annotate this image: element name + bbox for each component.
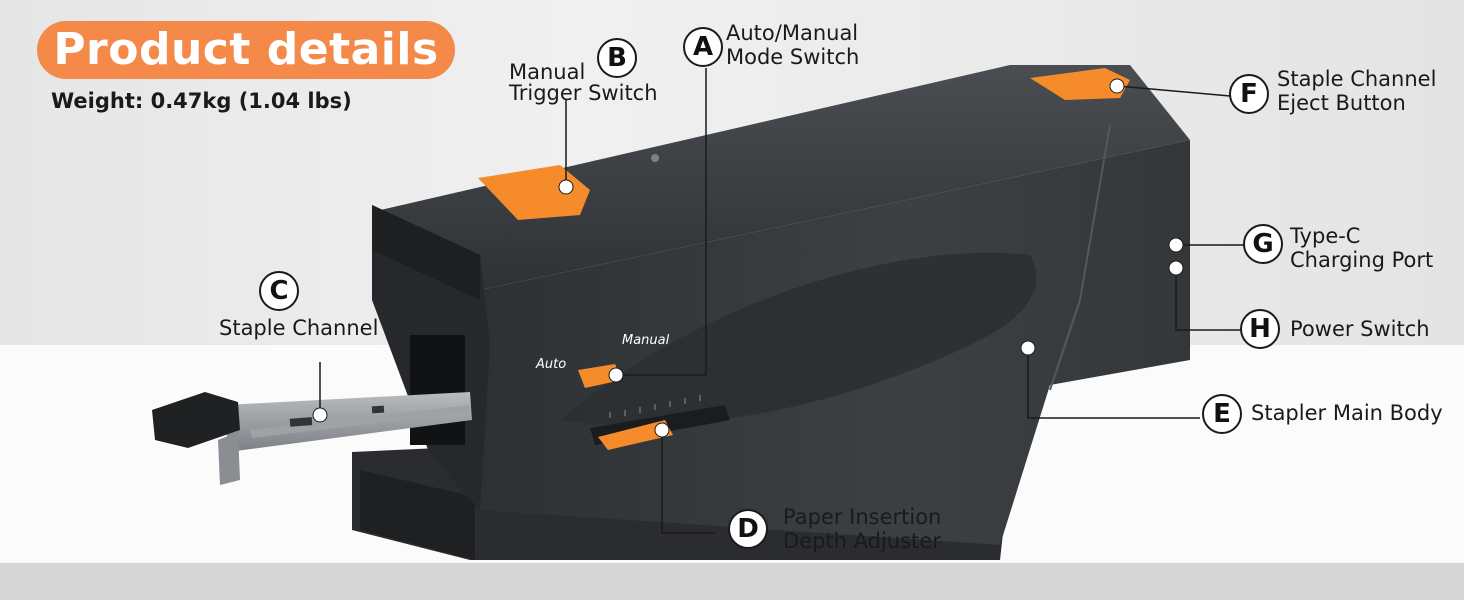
eject-button-part: [1030, 68, 1130, 100]
callout-label-e-line1: Stapler Main Body: [1251, 401, 1443, 425]
anchor-dot-d: [654, 422, 670, 438]
anchor-dot-g: [1168, 237, 1184, 253]
anchor-dot-h: [1168, 260, 1184, 276]
staple-channel-knob: [152, 392, 240, 448]
callout-label-c-line1: Staple Channel: [219, 316, 379, 340]
leader-line-a: [616, 68, 707, 376]
background-floor: [0, 563, 1464, 600]
leader-line-h: [1175, 268, 1242, 331]
callout-badge-c: C: [259, 271, 299, 311]
title-pill: Product details: [37, 21, 455, 79]
mode-label-manual: Manual: [622, 333, 670, 348]
callout-label-b-line2: Trigger Switch: [509, 81, 658, 105]
anchor-dot-a: [608, 367, 624, 383]
callout-label-f-line2: Eject Button: [1277, 91, 1406, 115]
callout-badge-h: H: [1240, 309, 1280, 349]
callout-badge-g: G: [1243, 224, 1283, 264]
manual-trigger-switch-part: [478, 165, 590, 220]
mode-label-auto: Auto: [536, 357, 567, 372]
weight-label: Weight: 0.47kg (1.04 lbs): [51, 89, 352, 113]
callout-badge-a: A: [683, 27, 723, 67]
leader-line-f: [1116, 85, 1231, 97]
callout-badge-e: E: [1202, 394, 1242, 434]
callout-label-f-line1: Staple Channel: [1277, 67, 1437, 91]
depth-adjuster-part: [598, 420, 673, 450]
stapler-top: [372, 65, 1190, 290]
callout-badge-f: F: [1229, 74, 1269, 114]
callout-label-d-line2: Depth Adjuster: [783, 529, 941, 553]
callout-label-g-line2: Charging Port: [1290, 248, 1434, 272]
callout-label-d-line1: Paper Insertion: [783, 505, 942, 529]
leader-line-d: [661, 430, 715, 534]
anchor-dot-c: [312, 407, 328, 423]
anchor-dot-f: [1109, 78, 1125, 94]
callout-label-a-line1: Auto/Manual: [726, 21, 859, 45]
callout-label-h-line1: Power Switch: [1290, 317, 1430, 341]
leader-line-e: [1027, 348, 1200, 419]
callout-label-b-line1: Manual: [509, 60, 586, 84]
callout-badge-d: D: [728, 509, 768, 549]
callout-label-a-line2: Mode Switch: [726, 45, 860, 69]
callout-label-g-line1: Type-C: [1290, 224, 1361, 248]
anchor-dot-e: [1020, 340, 1036, 356]
anchor-dot-b: [558, 179, 574, 195]
callout-badge-b: B: [597, 38, 637, 78]
